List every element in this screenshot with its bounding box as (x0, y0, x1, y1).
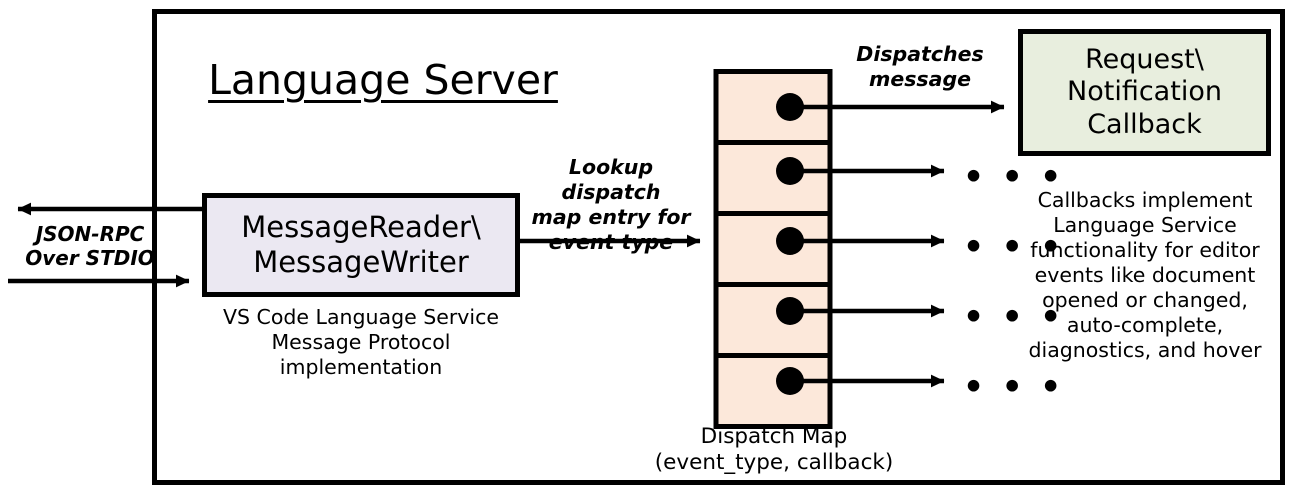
json-rpc-label: JSON-RPC Over STDIO (25, 222, 155, 271)
dispatch-row-3-ellipsis: • • • (963, 227, 1065, 266)
dispatch-map-row-2 (713, 140, 833, 216)
message-reader-writer-label: MessageReader\ MessageWriter (241, 210, 481, 279)
dispatch-map-row-1 (713, 69, 833, 145)
dispatch-map-row-3 (713, 211, 833, 287)
dispatch-row-2-ellipsis: • • • (963, 157, 1065, 196)
dispatch-row-4-ellipsis: • • • (963, 297, 1065, 336)
dispatches-message-label: Dispatches message (856, 42, 984, 91)
dispatch-row-5-dot-icon (776, 367, 804, 395)
dispatch-map-row-4 (713, 282, 833, 358)
dispatch-row-2-dot-icon (776, 157, 804, 185)
callback-box-label: Request\ Notification Callback (1067, 43, 1222, 140)
page-title: Language Server (208, 56, 558, 104)
dispatch-map-row-5 (713, 353, 833, 429)
dispatch-map-caption: Dispatch Map (event_type, callback) (654, 424, 894, 476)
dispatch-row-1-dot-icon (776, 93, 804, 121)
dispatch-row-3-dot-icon (776, 227, 804, 255)
dispatch-row-4-dot-icon (776, 297, 804, 325)
message-box-caption: VS Code Language Service Message Protoco… (223, 305, 499, 379)
dispatch-row-5-ellipsis: • • • (963, 367, 1065, 406)
callback-box-caption: Callbacks implement Language Service fun… (1028, 188, 1262, 362)
lookup-dispatch-label: Lookup dispatch map entry for event type (531, 155, 691, 254)
